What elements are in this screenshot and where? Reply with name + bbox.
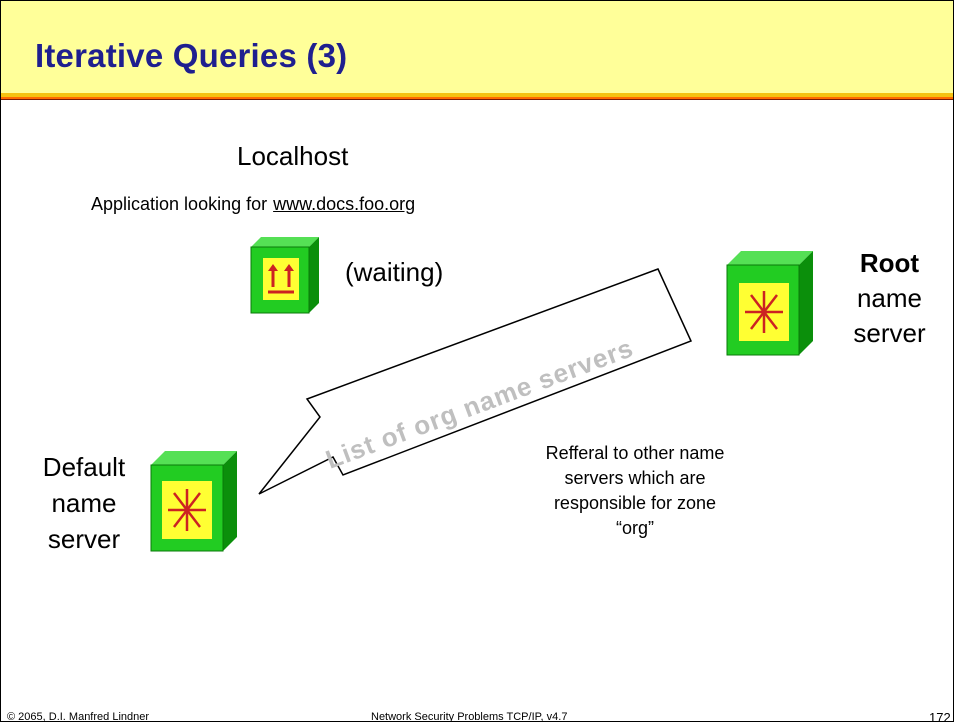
referral-line2: servers which are (564, 468, 706, 488)
root-server-label: Root name server (837, 246, 942, 351)
root-label-line2: name (856, 283, 923, 313)
title-divider-accent (1, 97, 953, 99)
root-label-line1: Root (859, 248, 920, 278)
default-label-line3: server (47, 524, 121, 554)
referral-line1: Refferal to other name (545, 443, 725, 463)
waiting-label: (waiting) (345, 257, 444, 287)
footer-copyright: © 2065, D.I. Manfred Lindner (7, 711, 150, 722)
application-text-label: Application looking for (91, 194, 268, 214)
referral-line3: responsible for zone (553, 493, 717, 513)
title-divider (1, 93, 953, 97)
application-url: www.docs.foo.org (273, 194, 416, 214)
title-divider-shadow (1, 99, 953, 100)
title-bar: Iterative Queries (3) (1, 1, 953, 93)
default-label-line2: name (51, 488, 117, 518)
referral-line4: “org” (615, 518, 654, 538)
default-server-box-icon (150, 451, 237, 552)
default-label-line1: Default (42, 452, 126, 482)
slide-title: Iterative Queries (3) (35, 37, 348, 74)
localhost-box-icon (250, 237, 319, 314)
footer-page-number: 172 (929, 710, 951, 722)
referral-description: Refferal to other name servers which are… (495, 441, 775, 541)
footer-course: Network Security Problems TCP/IP, v4.7 (371, 711, 568, 722)
root-label-line3: server (853, 318, 926, 348)
root-server-box-icon (726, 251, 813, 356)
localhost-label: Localhost (237, 141, 349, 171)
default-server-label: Default name server (29, 449, 139, 557)
